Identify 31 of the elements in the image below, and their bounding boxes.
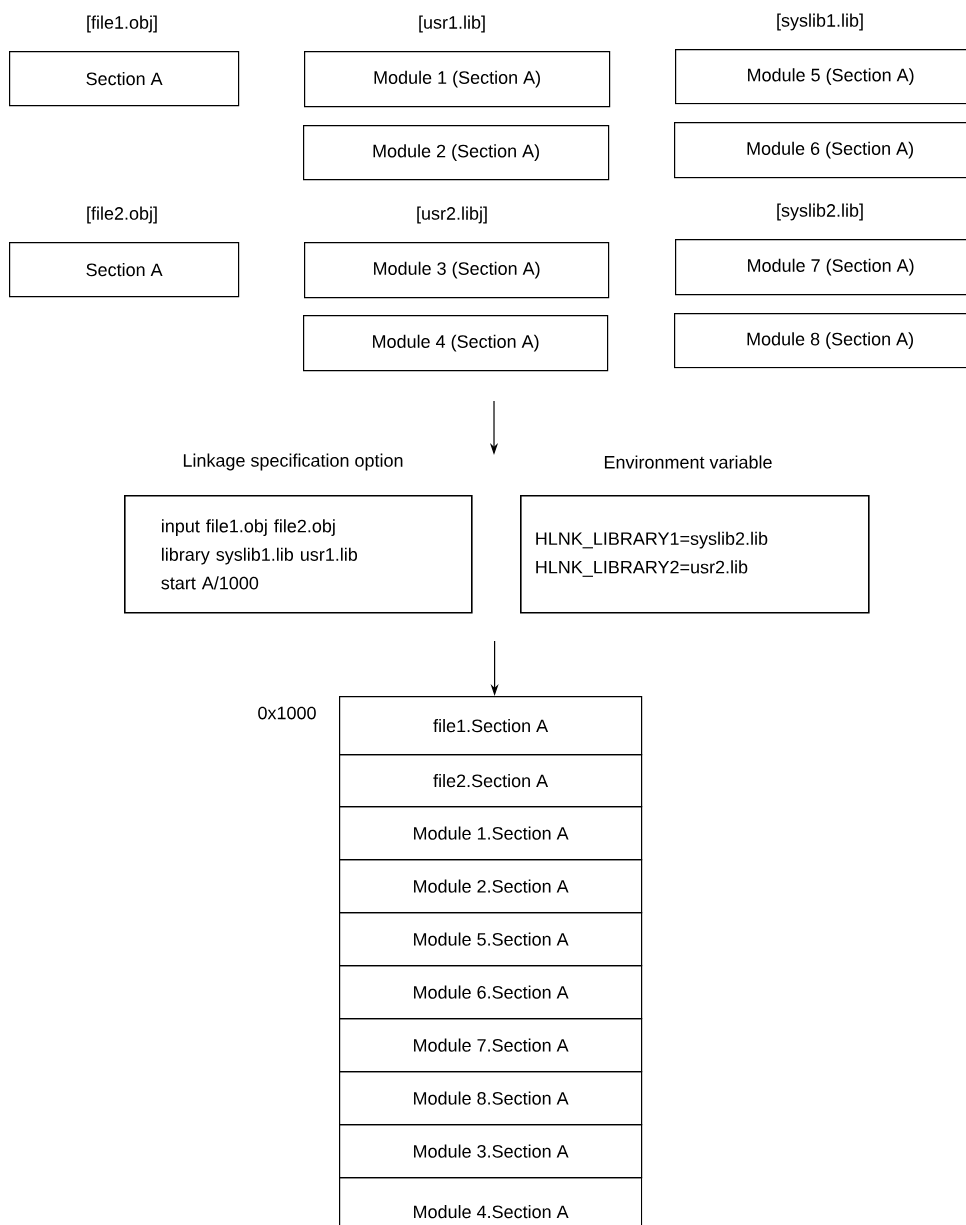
library-heading: [syslib2.lib] <box>777 203 863 221</box>
address-label: 0x1000 <box>258 706 316 720</box>
section-box: Module 5 (Section A) <box>675 49 966 105</box>
section-box: Module 3 (Section A) <box>304 242 610 299</box>
memory-cell: Module 7.Section A <box>339 1018 643 1073</box>
option-box: input file1.obj file2.obj library syslib1.lib usr1.lib start A/1000 <box>124 495 473 614</box>
option-box: HLNK_LIBRARY1=syslib2.lib HLNK_LIBRARY2=usr2.lib <box>520 495 870 614</box>
section-box: Module 8 (Section A) <box>674 313 966 369</box>
memory-cell: file2.Section A <box>339 754 643 808</box>
section-box: Section A <box>9 242 240 298</box>
box-heading: [file2.obj] <box>87 206 157 224</box>
box-heading: Environment variable <box>604 455 772 469</box>
memory-cell: Module 6.Section A <box>339 965 643 1020</box>
box-heading: [file1.obj] <box>87 15 157 33</box>
section-box: Module 1 (Section A) <box>304 51 611 108</box>
memory-cell: file1.Section A <box>339 696 643 756</box>
section-box: Module 7 (Section A) <box>675 239 966 296</box>
section-box: Module 6 (Section A) <box>674 122 966 179</box>
memory-cell: Module 8.Section A <box>339 1071 643 1126</box>
library-heading: [usr1.lib] <box>419 15 485 33</box>
memory-cell: Module 4.Section A <box>339 1177 643 1225</box>
library-heading: [syslib1.lib] <box>777 13 863 31</box>
memory-cell: Module 1.Section A <box>339 806 643 861</box>
memory-cell: Module 5.Section A <box>339 912 643 967</box>
box-heading: Linkage specification option <box>183 453 403 471</box>
section-box: Module 4 (Section A) <box>303 315 609 372</box>
memory-cell: Module 2.Section A <box>339 859 643 914</box>
memory-cell: Module 3.Section A <box>339 1124 643 1179</box>
section-box: Section A <box>9 51 240 107</box>
library-heading: [usr2.libj] <box>417 206 487 224</box>
section-box: Module 2 (Section A) <box>303 125 610 181</box>
